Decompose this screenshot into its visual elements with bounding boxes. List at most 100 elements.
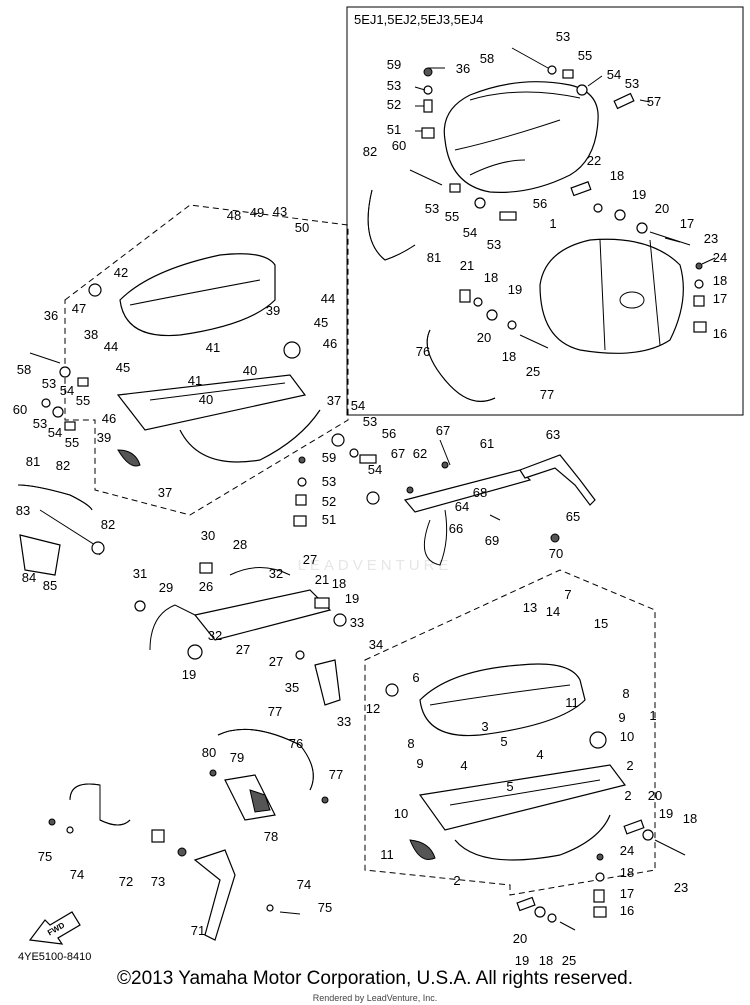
- part-label-55c: 55: [76, 393, 90, 408]
- center-bracket-61: [403, 439, 596, 566]
- part-label-28a: 28: [233, 537, 247, 552]
- part-label-53c: 53: [387, 78, 401, 93]
- part-label-58a: 58: [480, 51, 494, 66]
- part-label-33a: 33: [350, 615, 364, 630]
- part-label-23a: 23: [704, 231, 718, 246]
- part-label-1a: 1: [549, 216, 556, 231]
- part-label-60a: 60: [392, 138, 406, 153]
- part-label-10b: 10: [394, 806, 408, 821]
- part-label-9b: 9: [416, 756, 423, 771]
- watermark: LEADVENTURE: [298, 557, 453, 574]
- part-label-54d: 54: [351, 398, 365, 413]
- part-label-82c: 82: [101, 517, 115, 532]
- part-label-52b: 52: [322, 494, 336, 509]
- assembly-36-outline: [64, 204, 349, 516]
- part-label-20b: 20: [477, 330, 491, 345]
- part-label-14a: 14: [546, 604, 560, 619]
- left-hardware: [29, 352, 380, 505]
- part-label-76b: 76: [289, 736, 303, 751]
- part-label-24a: 24: [713, 250, 727, 265]
- part-label-84a: 84: [22, 570, 36, 585]
- part-label-59a: 59: [387, 57, 401, 72]
- upper-left-saddlebag: [88, 253, 321, 467]
- part-label-2b: 2: [624, 788, 631, 803]
- part-label-54a: 54: [607, 67, 621, 82]
- part-label-15a: 15: [594, 616, 608, 631]
- part-label-18b: 18: [713, 273, 727, 288]
- part-label-64a: 64: [455, 499, 469, 514]
- part-label-76a: 76: [416, 344, 430, 359]
- part-label-4a: 4: [460, 758, 467, 773]
- copyright-notice: ©2013 Yamaha Motor Corporation, U.S.A. A…: [117, 968, 633, 989]
- part-label-46a: 46: [323, 336, 337, 351]
- part-label-41a: 41: [206, 340, 220, 355]
- part-label-27b: 27: [236, 642, 250, 657]
- part-label-19b: 19: [508, 282, 522, 297]
- part-label-77a: 77: [540, 387, 554, 402]
- part-label-2a: 2: [626, 758, 633, 773]
- part-label-13a: 13: [523, 600, 537, 615]
- part-label-35a: 35: [285, 680, 299, 695]
- part-label-78a: 78: [264, 829, 278, 844]
- part-label-75b: 75: [318, 900, 332, 915]
- part-label-24b: 24: [620, 843, 634, 858]
- part-label-17a: 17: [680, 216, 694, 231]
- part-label-52a: 52: [387, 97, 401, 112]
- part-label-74a: 74: [70, 867, 84, 882]
- part-label-18h: 18: [539, 953, 553, 968]
- part-label-4b: 4: [536, 747, 543, 762]
- part-label-19f: 19: [515, 953, 529, 968]
- lower-right-hardware: [516, 819, 686, 931]
- part-label-37b: 37: [158, 485, 172, 500]
- part-label-67a: 67: [436, 423, 450, 438]
- part-label-32b: 32: [208, 628, 222, 643]
- part-label-49a: 49: [250, 205, 264, 220]
- part-label-44b: 44: [104, 339, 118, 354]
- part-label-57a: 57: [647, 94, 661, 109]
- part-label-20c: 20: [648, 788, 662, 803]
- part-label-27c: 27: [269, 654, 283, 669]
- part-label-5b: 5: [506, 779, 513, 794]
- part-label-19e: 19: [659, 806, 673, 821]
- part-label-82b: 82: [56, 458, 70, 473]
- part-label-23b: 23: [674, 880, 688, 895]
- part-label-51a: 51: [387, 122, 401, 137]
- part-label-37a: 37: [327, 393, 341, 408]
- part-label-50a: 50: [295, 220, 309, 235]
- part-label-67b: 67: [391, 446, 405, 461]
- part-label-27a: 27: [303, 552, 317, 567]
- part-label-53h: 53: [33, 416, 47, 431]
- part-label-39a: 39: [266, 303, 280, 318]
- part-label-40b: 40: [199, 392, 213, 407]
- part-label-70a: 70: [549, 546, 563, 561]
- part-label-79a: 79: [230, 750, 244, 765]
- part-label-71a: 71: [191, 923, 205, 938]
- part-label-40a: 40: [243, 363, 257, 378]
- part-label-5a: 5: [500, 734, 507, 749]
- part-label-18d: 18: [502, 349, 516, 364]
- part-label-19c: 19: [345, 591, 359, 606]
- part-label-54c: 54: [60, 383, 74, 398]
- part-label-56a: 56: [533, 196, 547, 211]
- inset-frame: [346, 6, 744, 416]
- center-stay-76: [209, 728, 329, 821]
- part-label-16b: 16: [620, 903, 634, 918]
- part-label-9a: 9: [618, 710, 625, 725]
- part-label-38a: 38: [84, 327, 98, 342]
- part-label-39b: 39: [97, 430, 111, 445]
- part-label-18e: 18: [332, 576, 346, 591]
- part-label-55b: 55: [445, 209, 459, 224]
- part-label-81a: 81: [427, 250, 441, 265]
- part-label-41b: 41: [188, 373, 202, 388]
- part-label-11b: 11: [380, 847, 394, 862]
- part-label-7a: 7: [564, 587, 571, 602]
- part-label-83a: 83: [16, 503, 30, 518]
- part-label-20a: 20: [655, 201, 669, 216]
- part-label-45a: 45: [314, 315, 328, 330]
- part-label-36a: 36: [456, 61, 470, 76]
- part-label-46b: 46: [102, 411, 116, 426]
- part-label-53d: 53: [425, 201, 439, 216]
- part-label-18f: 18: [683, 811, 697, 826]
- part-label-53i: 53: [322, 474, 336, 489]
